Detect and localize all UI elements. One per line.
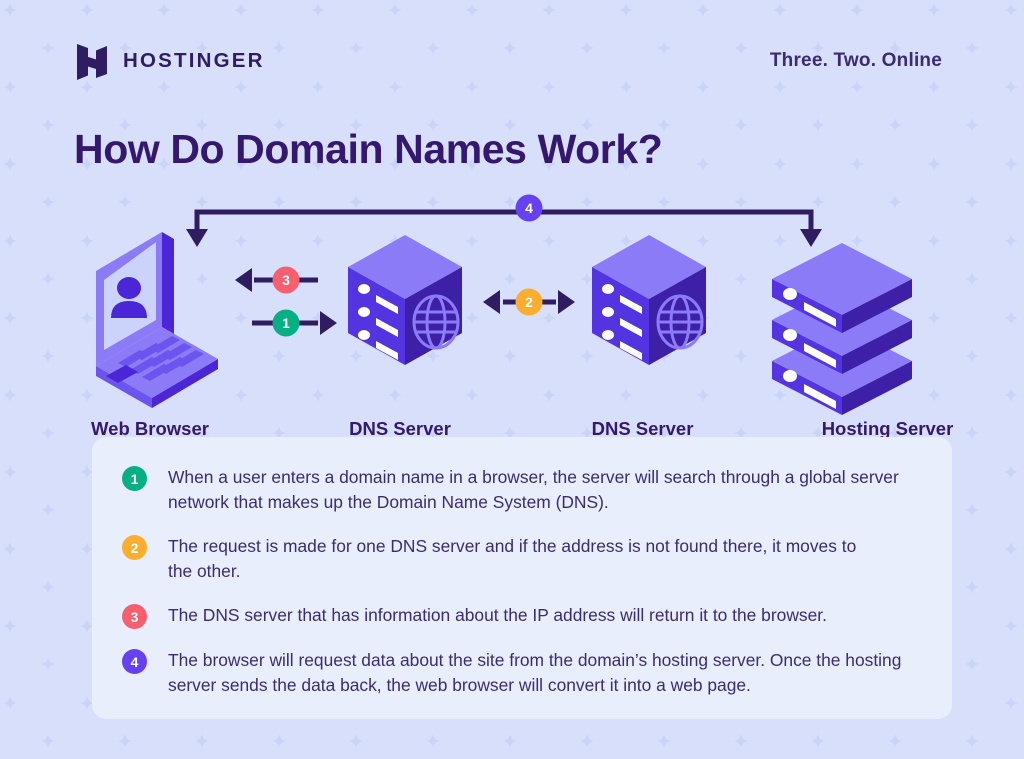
brand: HOSTINGER (75, 42, 265, 80)
node-icon-server-stack-icon (772, 243, 912, 415)
node-icon-server-cube-globe-icon-1 (348, 235, 462, 365)
steps-panel: 1 When a user enters a domain name in a … (92, 437, 952, 719)
node-icon-server-cube-globe-icon-2 (592, 235, 706, 365)
svg-text:2: 2 (525, 294, 533, 310)
step-item: 2 The request is made for one DNS server… (122, 534, 918, 584)
diagram: 4 (0, 185, 1024, 420)
step-text-3: The DNS server that has information abou… (168, 605, 827, 625)
header: HOSTINGER Three. Two. Online (75, 40, 942, 82)
step-item: 3 The DNS server that has information ab… (122, 603, 918, 629)
step-badge-4: 4 (122, 649, 147, 674)
svg-text:1: 1 (282, 315, 290, 331)
connector-4-bracket-arrow-icon: 4 (186, 194, 822, 247)
step-text-2: The request is made for one DNS server a… (168, 536, 857, 581)
node-icon-laptop-user-icon (96, 232, 218, 408)
step-badge-2: 2 (122, 535, 147, 560)
connector-2-arrow-both-icon: 2 (483, 288, 575, 316)
tagline: Three. Two. Online (769, 50, 942, 71)
connector-3-arrow-left-icon: 3 (235, 266, 318, 294)
svg-text:3: 3 (282, 272, 290, 288)
step-text-4: The browser will request data about the … (168, 650, 902, 695)
step-badge-3: 3 (122, 604, 147, 629)
hostinger-h-logo-icon (77, 44, 107, 80)
step-item: 4 The browser will request data about th… (122, 648, 918, 698)
brand-name: HOSTINGER (123, 49, 265, 72)
step-text-1: When a user enters a domain name in a br… (168, 467, 899, 512)
step-badge-1: 1 (122, 466, 147, 491)
step-item: 1 When a user enters a domain name in a … (122, 465, 918, 515)
page-title: How Do Domain Names Work? (74, 126, 663, 172)
svg-text:4: 4 (525, 200, 533, 216)
connector-1-arrow-right-icon: 1 (252, 309, 337, 337)
